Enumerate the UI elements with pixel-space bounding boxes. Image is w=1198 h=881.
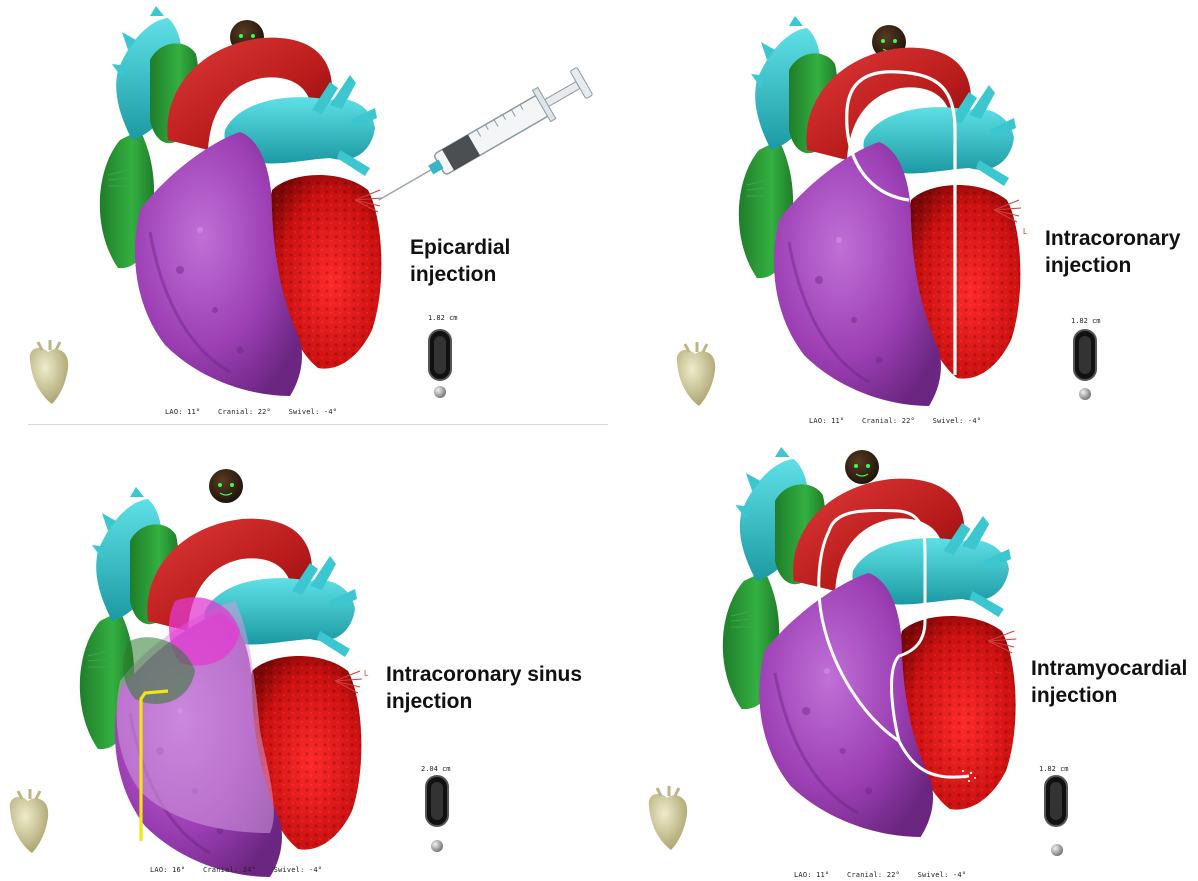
panel-intramyocardial: L Intramyocardial injection 1.82 cm LAO:… bbox=[599, 441, 1198, 881]
laterality-marker: L bbox=[364, 669, 369, 678]
view-angles: LAO: 11° Cranial: 22° Swivel: -4° bbox=[809, 417, 981, 425]
view-angles: LAO: 11° Cranial: 22° Swivel: -4° bbox=[794, 871, 966, 879]
scale-dial-icon bbox=[1074, 330, 1096, 400]
heart-orientation-icon bbox=[30, 340, 68, 404]
scale-dial-icon bbox=[426, 776, 448, 852]
scale-label: 1.82 cm bbox=[1039, 765, 1069, 773]
scale-dial-icon bbox=[1045, 776, 1067, 856]
route-caption: Intracoronary sinus injection bbox=[386, 661, 582, 715]
head-orientation-icon bbox=[845, 450, 879, 484]
route-caption: Intramyocardial injection bbox=[1031, 655, 1187, 709]
head-orientation-icon bbox=[209, 469, 243, 503]
divider bbox=[28, 424, 608, 425]
panel-epicardial: Epicardial injection 1.82 cm LAO: 11° Cr… bbox=[0, 0, 599, 440]
heart-3d-model bbox=[0, 0, 599, 440]
scale-label: 1.82 cm bbox=[1071, 317, 1101, 325]
route-caption: Epicardial injection bbox=[410, 234, 599, 288]
scale-label: 1.82 cm bbox=[428, 314, 458, 322]
panel-intracoronary-sinus: L Intracoronary sinus injection 2.04 cm … bbox=[0, 441, 599, 881]
scale-label: 2.04 cm bbox=[421, 765, 451, 773]
heart-orientation-icon bbox=[10, 789, 48, 853]
laterality-marker: L bbox=[995, 666, 1000, 675]
heart-orientation-icon bbox=[649, 786, 687, 850]
scale-dial-icon bbox=[429, 330, 451, 398]
panel-intracoronary: L Intracoronary injection 1.82 cm LAO: 1… bbox=[599, 0, 1198, 440]
heart-3d-model: L bbox=[599, 0, 1198, 440]
route-caption: Intracoronary injection bbox=[1045, 225, 1180, 279]
laterality-marker: L bbox=[1023, 227, 1028, 236]
view-angles: LAO: 11° Cranial: 22° Swivel: -4° bbox=[165, 408, 337, 416]
heart-orientation-icon bbox=[677, 342, 715, 406]
syringe-icon bbox=[370, 65, 594, 215]
view-angles: LAO: 16° Cranial: 24° Swivel: -4° bbox=[150, 866, 322, 874]
